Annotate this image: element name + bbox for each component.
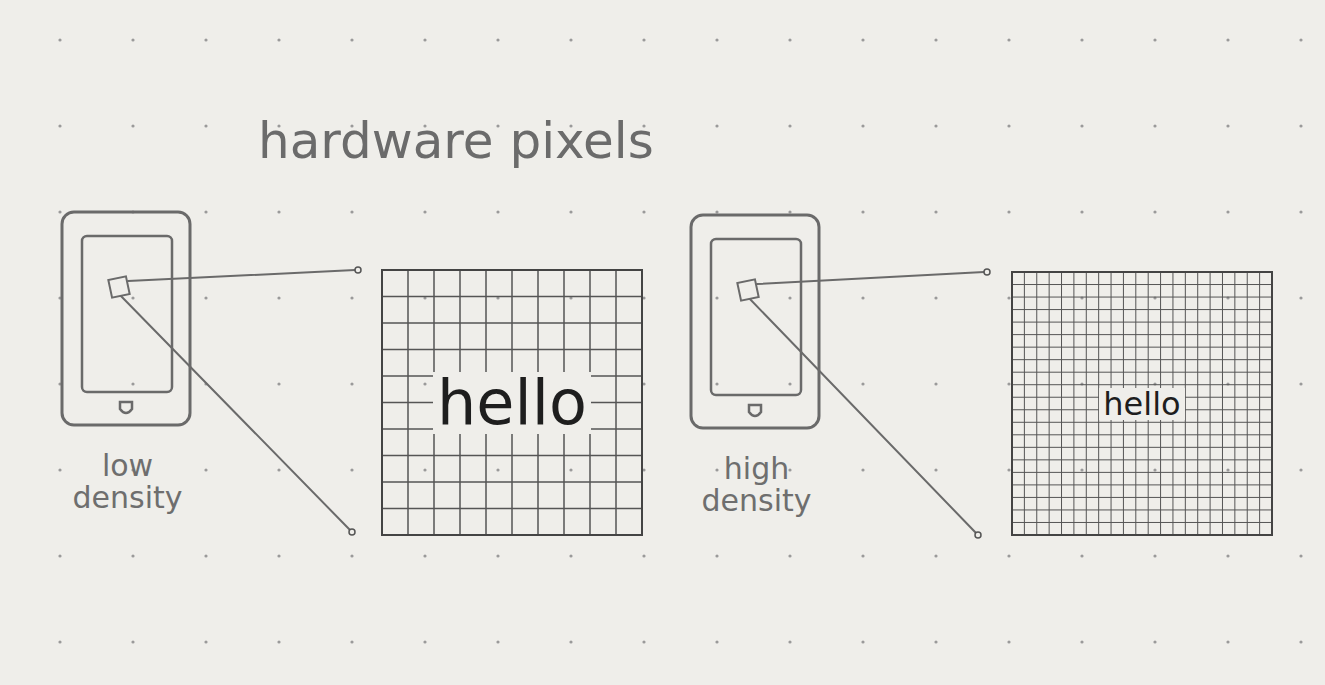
pixel-line [1012,434,1272,435]
phone-screen [711,239,801,395]
pixel-line [1024,272,1025,535]
pixel-grid: hello [1012,272,1272,535]
pixel-line [1012,334,1272,335]
pixel-line [1012,459,1272,460]
density-label: high density [684,453,829,516]
phone-device: low density [55,205,200,535]
line-end-dot [349,529,355,535]
phone-body [691,215,819,428]
grid-border [1012,272,1272,535]
pixel-line [1012,372,1272,373]
pixel-line [1012,447,1272,448]
pixel-line [1012,284,1272,285]
sample-text: hello [1099,388,1184,420]
pixel-line [382,508,642,510]
pixel-line [1247,272,1248,535]
pixel-line [1185,272,1186,535]
sample-text: hello [433,372,591,434]
pixel-line [1012,509,1272,510]
pixel-line [382,455,642,457]
grid-center: hello [382,270,642,535]
pixel-line [1197,272,1198,535]
home-button [120,402,132,413]
line-end-dot [984,269,990,275]
zoom-square [108,276,129,297]
pixel-line [1234,272,1235,535]
home-button [749,405,761,416]
pixel-line [1012,484,1272,485]
pixel-line [1012,359,1272,360]
pixel-line [1012,297,1272,298]
pixel-grid: hello [382,270,642,535]
phone-body [62,212,190,425]
pixel-line [382,481,642,483]
zoom-line [757,272,984,284]
pixel-line [1049,272,1050,535]
pixel-line [1012,422,1272,423]
pixel-line [1012,384,1272,385]
pixel-line [382,322,642,324]
pixel-line [1086,272,1087,535]
pixel-line [1036,272,1037,535]
pixel-line [1259,272,1260,535]
pixel-line [1073,272,1074,535]
pixel-line [1012,522,1272,523]
pixel-line [1012,322,1272,323]
pixel-line [1222,272,1223,535]
pixel-line [1012,497,1272,498]
zoom-square [737,279,758,300]
pixel-line [1012,347,1272,348]
pixel-line [1061,272,1062,535]
pixel-line [382,349,642,351]
line-end-dot [975,532,981,538]
line-end-dot [355,267,361,273]
pixel-line [1210,272,1211,535]
pixel-line [1012,309,1272,310]
grid-center: hello [1012,272,1272,535]
pixel-line [382,296,642,298]
zoom-line [128,270,355,281]
grid-border [382,270,642,535]
phone-screen [82,236,172,392]
diagram-title: hardware pixels [258,112,654,170]
density-label: low density [55,450,200,513]
pixel-line [1012,472,1272,473]
phone-device: high density [684,208,829,538]
